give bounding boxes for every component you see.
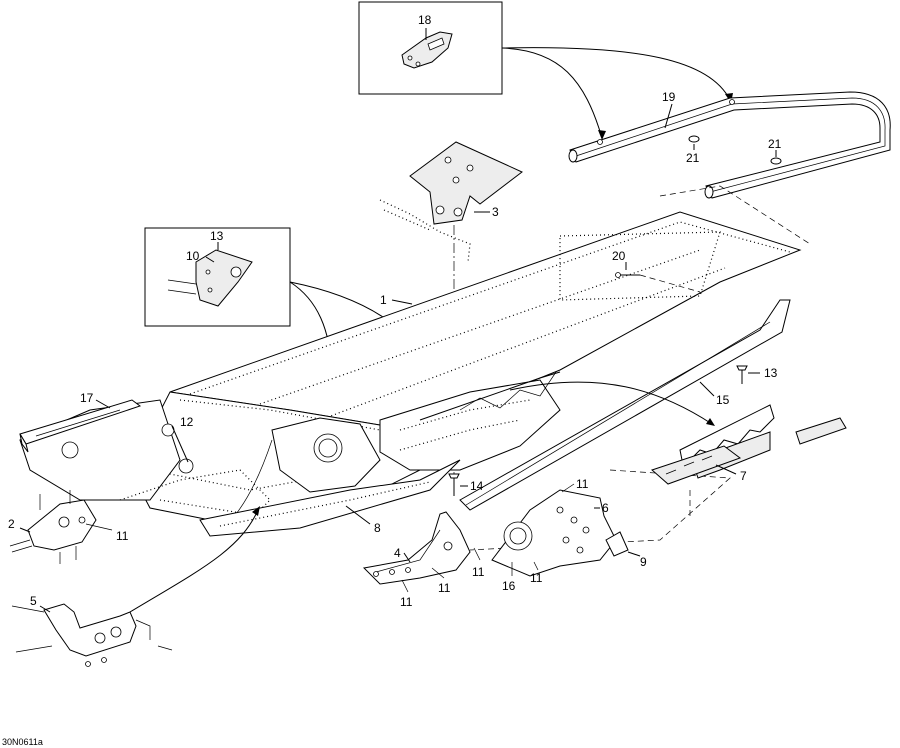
leader-arrow-5 <box>129 509 259 613</box>
callout-group-8: 8 <box>345 505 381 535</box>
callout-4: 4 <box>394 546 401 560</box>
assembly-envelope <box>659 185 811 245</box>
callout-17: 17 <box>80 391 94 405</box>
deflector-7: 7 <box>651 404 847 485</box>
grab-bar-19: 19 <box>568 90 891 199</box>
bracket-2: 2 <box>8 490 97 564</box>
inset-box-10-13: 13 10 <box>144 227 291 327</box>
callout-11-e: 11 <box>530 571 543 585</box>
callout-21-a: 21 <box>686 151 700 165</box>
bracket-5: 5 <box>11 594 173 667</box>
callout-3: 3 <box>492 205 499 219</box>
fastener-11-e: 11 <box>530 561 543 585</box>
callout-13-a: 13 <box>210 229 224 243</box>
callout-9: 9 <box>640 555 647 569</box>
callout-2: 2 <box>8 517 15 531</box>
callout-5: 5 <box>30 594 37 608</box>
callout-20: 20 <box>612 249 626 263</box>
plate-6: 6 <box>491 489 629 577</box>
fastener-11-c: 11 <box>431 567 451 595</box>
bolt-13-b: 13 <box>736 365 778 384</box>
drawing-code: 30N0611a <box>2 737 43 747</box>
leader-arrow-18-a <box>501 47 603 139</box>
callout-7: 7 <box>740 469 747 483</box>
inset-box-18: 18 <box>358 1 503 95</box>
callout-18: 18 <box>418 13 432 27</box>
callout-15: 15 <box>716 393 730 407</box>
bolt-14: 14 <box>448 473 484 496</box>
leader-arrow-15 <box>509 381 713 425</box>
fastener-11-b: 11 <box>400 579 413 609</box>
washer-21-a: 21 <box>686 135 700 165</box>
callout-10: 10 <box>186 249 200 263</box>
bumper-17: 17 <box>19 391 142 453</box>
callout-11-f: 11 <box>576 477 589 491</box>
bolt-16: 16 <box>502 562 516 593</box>
callout-21-b: 21 <box>768 137 782 151</box>
callout-12: 12 <box>180 415 194 429</box>
callout-14: 14 <box>470 479 484 493</box>
rail-15: 15 <box>459 299 791 511</box>
tunnel-frame-1: 1 <box>19 211 802 537</box>
callout-8: 8 <box>374 521 381 535</box>
bracket-4: 4 <box>362 511 471 585</box>
callout-16: 16 <box>502 579 516 593</box>
fastener-11-a: 11 <box>85 523 129 543</box>
callout-19: 19 <box>662 90 676 104</box>
bolt-9: 9 <box>627 551 647 569</box>
callout-group-12: 12 <box>171 415 194 463</box>
callout-6: 6 <box>602 501 609 515</box>
callout-11-c: 11 <box>438 581 451 595</box>
callout-11-b: 11 <box>400 595 413 609</box>
fastener-11-f: 11 <box>561 477 589 493</box>
callout-1: 1 <box>380 293 387 307</box>
leader-arrow-18-b <box>501 47 731 101</box>
bracket-3: 3 <box>379 141 523 263</box>
bolt-20: 20 <box>612 249 701 293</box>
callout-13-b: 13 <box>764 366 778 380</box>
washer-21-b: 21 <box>768 137 782 165</box>
callout-11-a: 11 <box>116 529 129 543</box>
fastener-11-d: 11 <box>472 547 485 579</box>
callout-11-d: 11 <box>472 565 485 579</box>
